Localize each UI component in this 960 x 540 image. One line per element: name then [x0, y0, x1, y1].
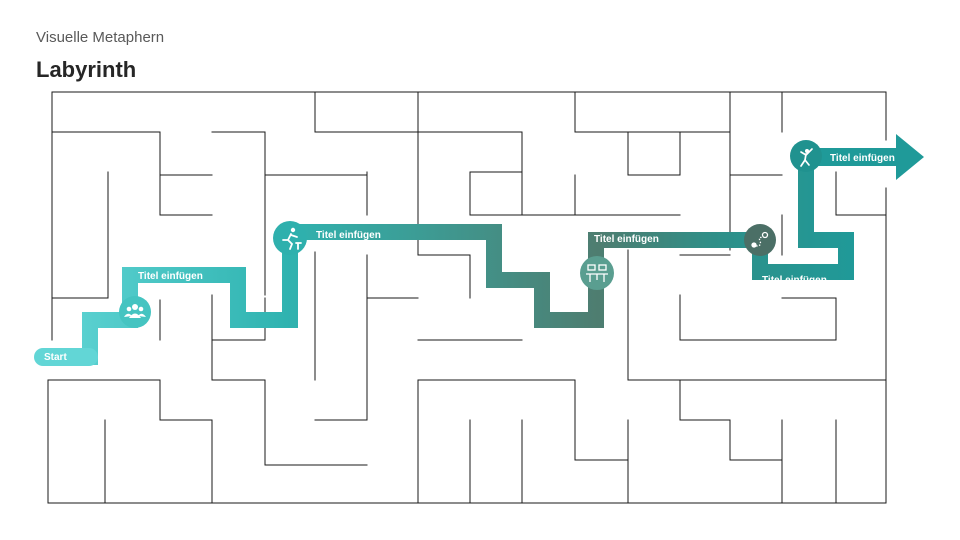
end-arrow: [798, 134, 924, 180]
maze-solution-path: [44, 156, 854, 365]
step-3-node: [580, 256, 614, 290]
step-1-label: Titel einfügen: [138, 271, 203, 282]
start-label: Start: [44, 352, 67, 363]
step-4-label: Titel einfügen: [762, 275, 827, 286]
start-marker: [34, 348, 98, 366]
hurdle-runner-icon: [282, 227, 302, 250]
meeting-icon: [586, 264, 608, 282]
route-map-icon: [751, 231, 769, 248]
goal-celebration-icon: [800, 148, 813, 167]
step-3-label: Titel einfügen: [594, 234, 659, 245]
step-2-label: Titel einfügen: [316, 230, 381, 241]
team-icon: [124, 304, 146, 318]
step-5-label: Titel einfügen: [830, 153, 895, 164]
step-4-node: [744, 224, 776, 256]
maze-walls: [47, 91, 887, 504]
slide-title: Labyrinth: [36, 57, 137, 82]
step-1-node: [119, 296, 151, 328]
slide-subtitle: Visuelle Metaphern: [36, 29, 165, 46]
